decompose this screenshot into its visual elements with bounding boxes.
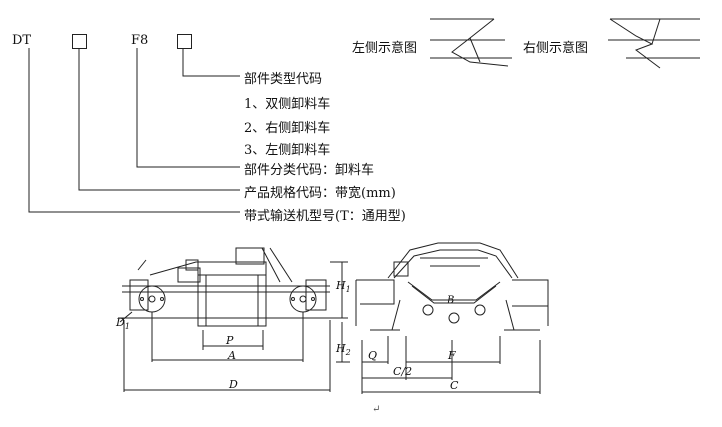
legend-part-type-code: 部件类型代码 — [244, 72, 323, 87]
dim-label-d1: D1 — [116, 316, 130, 332]
end-view-tripper-car — [355, 242, 549, 394]
dim-label-p: P — [226, 334, 234, 347]
dim-label-c: C — [450, 379, 459, 392]
dim-label-d: D — [229, 378, 238, 391]
legend-option-3: 3、左侧卸料车 — [244, 143, 331, 158]
right-schematic-icon — [608, 18, 700, 69]
paragraph-mark: ↵ — [372, 404, 381, 415]
code-prefix: DT — [12, 33, 32, 48]
dim-label-h2: H2 — [336, 342, 351, 358]
legend-model-code: 带式输送机型号(T：通用型) — [244, 209, 406, 224]
dim-label-q: Q — [368, 349, 378, 362]
left-schematic-icon — [430, 18, 512, 67]
part-type-code-box — [177, 34, 192, 49]
legend-option-1: 1、双侧卸料车 — [244, 97, 331, 112]
legend-spec-code: 产品规格代码：带宽(mm) — [244, 186, 396, 201]
dim-label-a: A — [228, 349, 236, 362]
dim-label-h1: H1 — [336, 279, 351, 295]
left-schematic-label: 左侧示意图 — [352, 41, 418, 56]
code-leader-lines — [28, 48, 240, 213]
code-series: F8 — [131, 33, 149, 48]
right-schematic-label: 右侧示意图 — [523, 41, 589, 56]
legend-part-class-code: 部件分类代码：卸料车 — [244, 163, 375, 178]
side-view-tripper-car — [118, 247, 350, 392]
dim-label-c2: C/2 — [393, 365, 413, 378]
legend-option-2: 2、右侧卸料车 — [244, 121, 331, 136]
